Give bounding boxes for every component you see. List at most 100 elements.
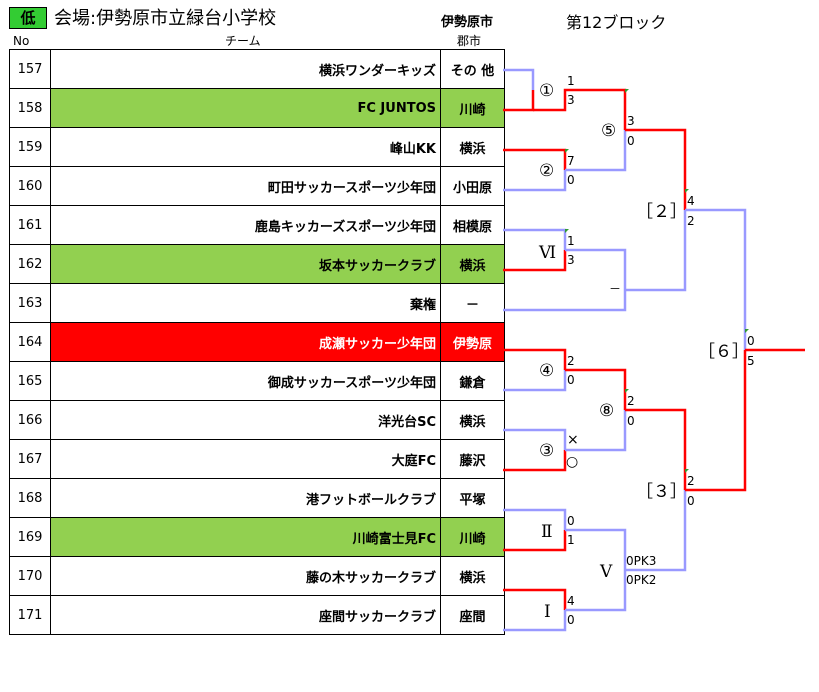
score: 0 xyxy=(627,134,635,148)
score: 1 xyxy=(567,533,575,547)
host-city: 伊勢原市 xyxy=(441,15,494,30)
team-number: 171 xyxy=(9,595,51,635)
score: 1 xyxy=(567,234,575,248)
score: 2 xyxy=(687,474,695,488)
marker xyxy=(745,329,749,333)
score: 3 xyxy=(627,114,635,128)
match-label-i: Ⅰ xyxy=(544,602,551,622)
team-city: 横浜 xyxy=(440,400,505,440)
score: 0 xyxy=(567,613,575,627)
column-header-city: 郡市 xyxy=(457,34,482,48)
team-number: 161 xyxy=(9,205,51,245)
match-label-2: ② xyxy=(539,161,554,181)
team-number: 162 xyxy=(9,244,51,284)
team-number: 163 xyxy=(9,283,51,323)
team-name: 御成サッカースポーツ少年団 xyxy=(50,361,441,401)
team-number: 159 xyxy=(9,127,51,167)
team-name: 川崎富士見FC xyxy=(50,517,441,557)
match-label-vi: Ⅵ xyxy=(538,243,556,263)
marker xyxy=(625,89,629,93)
team-city: 横浜 xyxy=(440,244,505,284)
score: 0 xyxy=(687,494,695,508)
team-name: 洋光台SC xyxy=(50,400,441,440)
team-city: その 他 xyxy=(440,49,505,89)
marker xyxy=(685,189,689,193)
column-header-team: チーム xyxy=(225,34,261,48)
match-label-3: ③ xyxy=(539,441,554,461)
team-name: 町田サッカースポーツ少年団 xyxy=(50,166,441,206)
score: 5 xyxy=(747,354,755,368)
team-city: 横浜 xyxy=(440,556,505,596)
score: 1 xyxy=(567,74,575,88)
score: 0 xyxy=(567,173,575,187)
venue-title: 会場:伊勢原市立緑台小学校 xyxy=(54,8,277,29)
team-number: 166 xyxy=(9,400,51,440)
team-name: 坂本サッカークラブ xyxy=(50,244,441,284)
team-number: 160 xyxy=(9,166,51,206)
score: 0 xyxy=(747,334,755,348)
marker xyxy=(565,229,569,233)
team-name: FC JUNTOS xyxy=(50,88,441,128)
team-city: 川崎 xyxy=(440,517,505,557)
score: 0 xyxy=(627,414,635,428)
score: 0 xyxy=(567,514,575,528)
category-badge: 低 xyxy=(9,7,47,29)
team-name: 座間サッカークラブ xyxy=(50,595,441,635)
match-label-5: ⑤ xyxy=(601,121,616,141)
team-name: 藤の木サッカークラブ xyxy=(50,556,441,596)
match-label-1: ① xyxy=(539,81,554,101)
match-label-4: ④ xyxy=(539,361,554,381)
marker xyxy=(685,469,689,473)
score: 2 xyxy=(687,214,695,228)
score: ○ xyxy=(566,454,578,470)
team-city: 座間 xyxy=(440,595,505,635)
score: 0PK2 xyxy=(626,573,656,587)
match-label-8: ⑧ xyxy=(599,401,614,421)
team-city: － xyxy=(440,283,505,323)
team-number: 169 xyxy=(9,517,51,557)
match-label-semi-2: ［２］ xyxy=(636,202,687,222)
score: 2 xyxy=(627,394,635,408)
match-label-v: Ⅴ xyxy=(599,562,613,582)
score: 7 xyxy=(567,154,575,168)
team-name: 成瀬サッカー少年団 xyxy=(50,322,441,362)
team-name: 港フットボールクラブ xyxy=(50,478,441,518)
team-city: 鎌倉 xyxy=(440,361,505,401)
score: 3 xyxy=(567,253,575,267)
team-city: 川崎 xyxy=(440,88,505,128)
score: 4 xyxy=(687,194,695,208)
team-name: 棄権 xyxy=(50,283,441,323)
marker xyxy=(625,389,629,393)
block-title: 第12ブロック xyxy=(566,13,667,32)
bye-mark: － xyxy=(609,282,621,296)
match-label-semi-3: ［３］ xyxy=(636,482,687,502)
score: 4 xyxy=(567,594,575,608)
team-city: 伊勢原 xyxy=(440,322,505,362)
score: 0PK3 xyxy=(626,554,656,568)
team-number: 168 xyxy=(9,478,51,518)
team-name: 大庭FC xyxy=(50,439,441,479)
column-header-no: No xyxy=(13,34,30,48)
team-city: 相模原 xyxy=(440,205,505,245)
team-number: 157 xyxy=(9,49,51,89)
team-city: 横浜 xyxy=(440,127,505,167)
team-name: 鹿島キッカーズスポーツ少年団 xyxy=(50,205,441,245)
marker xyxy=(565,149,569,153)
match-label-final: ［６］ xyxy=(698,342,749,362)
team-city: 藤沢 xyxy=(440,439,505,479)
match-label-ii: Ⅱ xyxy=(541,522,553,542)
